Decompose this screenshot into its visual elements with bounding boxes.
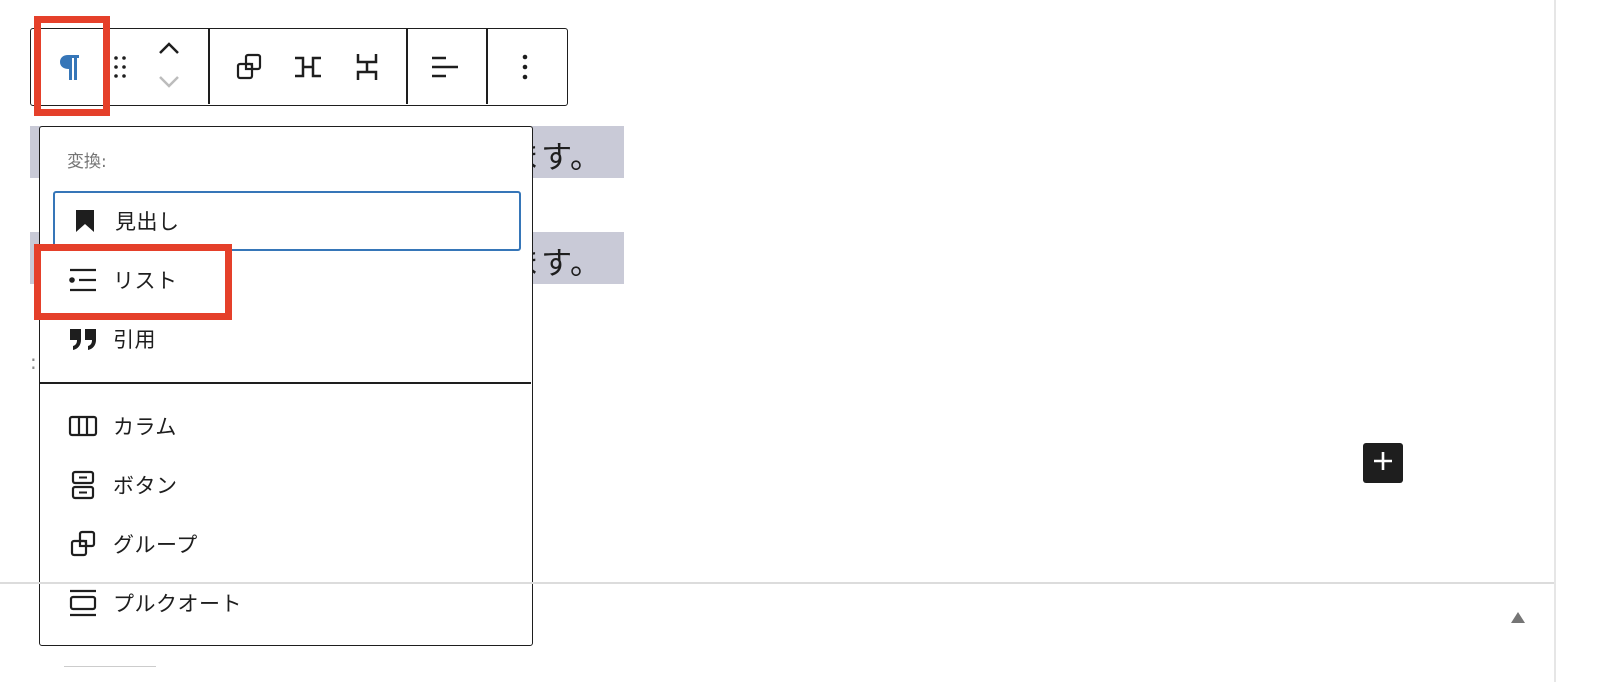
group-icon bbox=[53, 514, 113, 574]
transform-to-list[interactable]: リスト bbox=[53, 250, 521, 310]
list-icon bbox=[53, 250, 113, 310]
transform-heading: 変換: bbox=[67, 152, 107, 172]
highlight-box bbox=[34, 244, 232, 320]
transform-item-label: リスト bbox=[113, 269, 178, 293]
transform-to-pullquote[interactable]: プルクオート bbox=[53, 573, 521, 633]
transform-to-buttons[interactable]: ボタン bbox=[53, 455, 521, 515]
transform-to-columns[interactable]: カラム bbox=[53, 396, 521, 456]
group-button[interactable] bbox=[227, 29, 271, 104]
transform-item-label: ボタン bbox=[113, 474, 178, 498]
highlight-box bbox=[34, 16, 110, 116]
transform-to-quote[interactable]: 引用 bbox=[53, 309, 521, 369]
pullquote-icon bbox=[53, 573, 113, 633]
row-button[interactable] bbox=[286, 29, 330, 104]
transform-item-label: カラム bbox=[113, 415, 177, 439]
align-button[interactable] bbox=[423, 29, 467, 104]
bottom-tab[interactable] bbox=[64, 666, 156, 682]
quote-icon bbox=[53, 309, 113, 369]
transform-item-label: 見出し bbox=[115, 210, 180, 234]
align-left-icon bbox=[430, 55, 460, 79]
bookmark-icon bbox=[55, 191, 115, 251]
move-down-icon bbox=[158, 75, 180, 89]
buttons-icon bbox=[53, 455, 113, 515]
add-block-button[interactable] bbox=[1363, 443, 1403, 483]
footer-divider bbox=[0, 582, 1554, 584]
drag-handle-icon bbox=[111, 54, 129, 80]
transform-to-group[interactable]: グループ bbox=[53, 514, 521, 574]
block-type-button[interactable] bbox=[41, 29, 99, 104]
columns-icon bbox=[53, 396, 113, 456]
hidden-block-edge: : bbox=[30, 350, 37, 374]
paragraph-icon bbox=[58, 52, 82, 82]
transform-menu: 変換: 見出し リスト 引用 bbox=[39, 126, 533, 646]
group-icon bbox=[235, 53, 263, 81]
expand-arrow-icon[interactable] bbox=[1511, 612, 1525, 623]
stack-icon bbox=[356, 52, 378, 82]
plus-icon bbox=[1372, 450, 1394, 476]
scrollbar-track[interactable] bbox=[1554, 0, 1556, 682]
more-options-icon bbox=[521, 53, 529, 81]
row-icon bbox=[293, 56, 323, 78]
transform-to-heading[interactable]: 見出し bbox=[53, 191, 521, 251]
drag-handle-button[interactable] bbox=[103, 29, 137, 104]
transform-item-label: 引用 bbox=[113, 328, 156, 352]
move-up-button[interactable] bbox=[149, 29, 189, 67]
transform-item-label: プルクオート bbox=[113, 592, 242, 616]
more-options-button[interactable] bbox=[503, 29, 547, 104]
menu-divider bbox=[40, 382, 531, 384]
stack-button[interactable] bbox=[345, 29, 389, 104]
move-down-button[interactable] bbox=[149, 67, 189, 97]
transform-item-label: グループ bbox=[113, 533, 198, 557]
move-up-icon bbox=[158, 41, 180, 55]
block-toolbar bbox=[30, 28, 568, 106]
